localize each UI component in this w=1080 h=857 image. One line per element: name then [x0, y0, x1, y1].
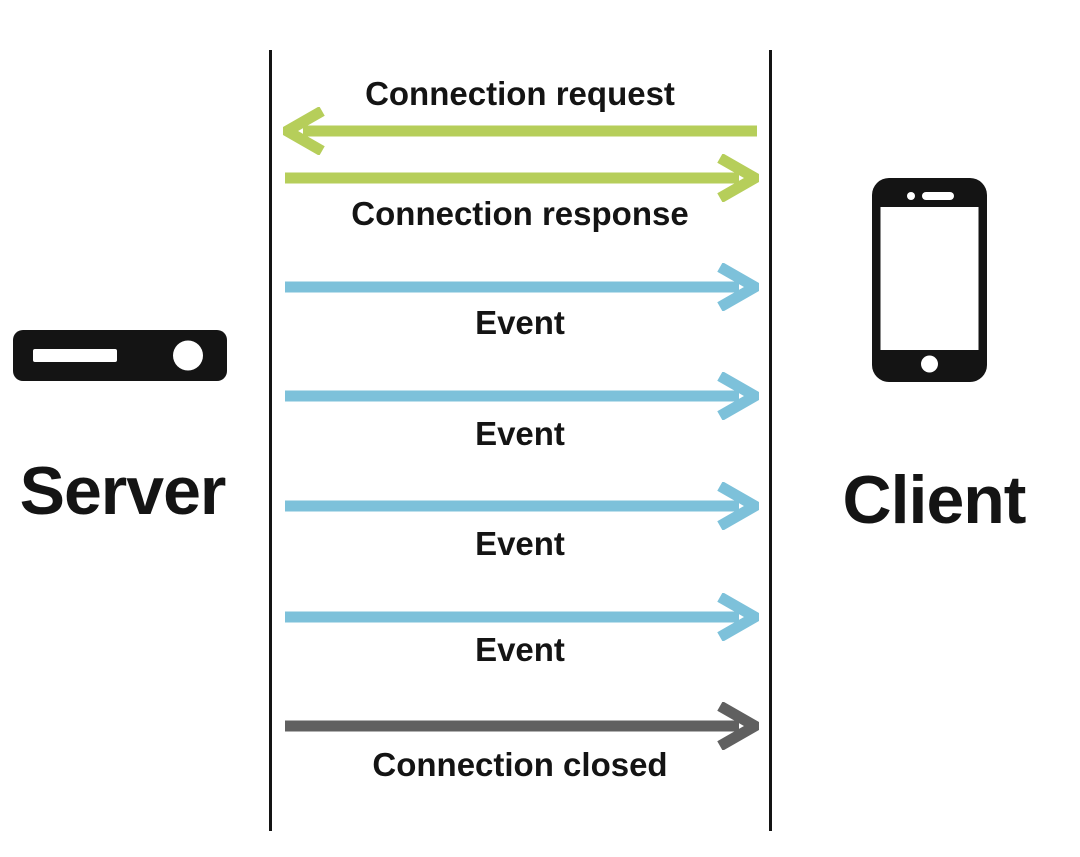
client-label: Client — [842, 462, 1027, 538]
message-label: Connection response — [351, 195, 689, 232]
arrow-right-icon — [285, 593, 759, 641]
server-icon — [13, 330, 227, 381]
server-lifeline — [269, 50, 272, 831]
arrow-left-icon — [283, 107, 757, 155]
message-label: Event — [475, 525, 565, 562]
message-label: Connection request — [365, 75, 675, 112]
message-label: Event — [475, 304, 565, 341]
server-label: Server — [19, 453, 227, 529]
message-label: Event — [475, 415, 565, 452]
arrow-right-icon — [285, 372, 759, 420]
client-lifeline — [769, 50, 772, 831]
smartphone-icon — [872, 178, 987, 382]
message-label: Event — [475, 631, 565, 668]
arrow-right-icon — [285, 154, 759, 202]
arrow-right-icon — [285, 482, 759, 530]
arrow-right-icon — [285, 263, 759, 311]
message-label: Connection closed — [372, 746, 668, 783]
arrow-right-icon — [285, 702, 759, 750]
